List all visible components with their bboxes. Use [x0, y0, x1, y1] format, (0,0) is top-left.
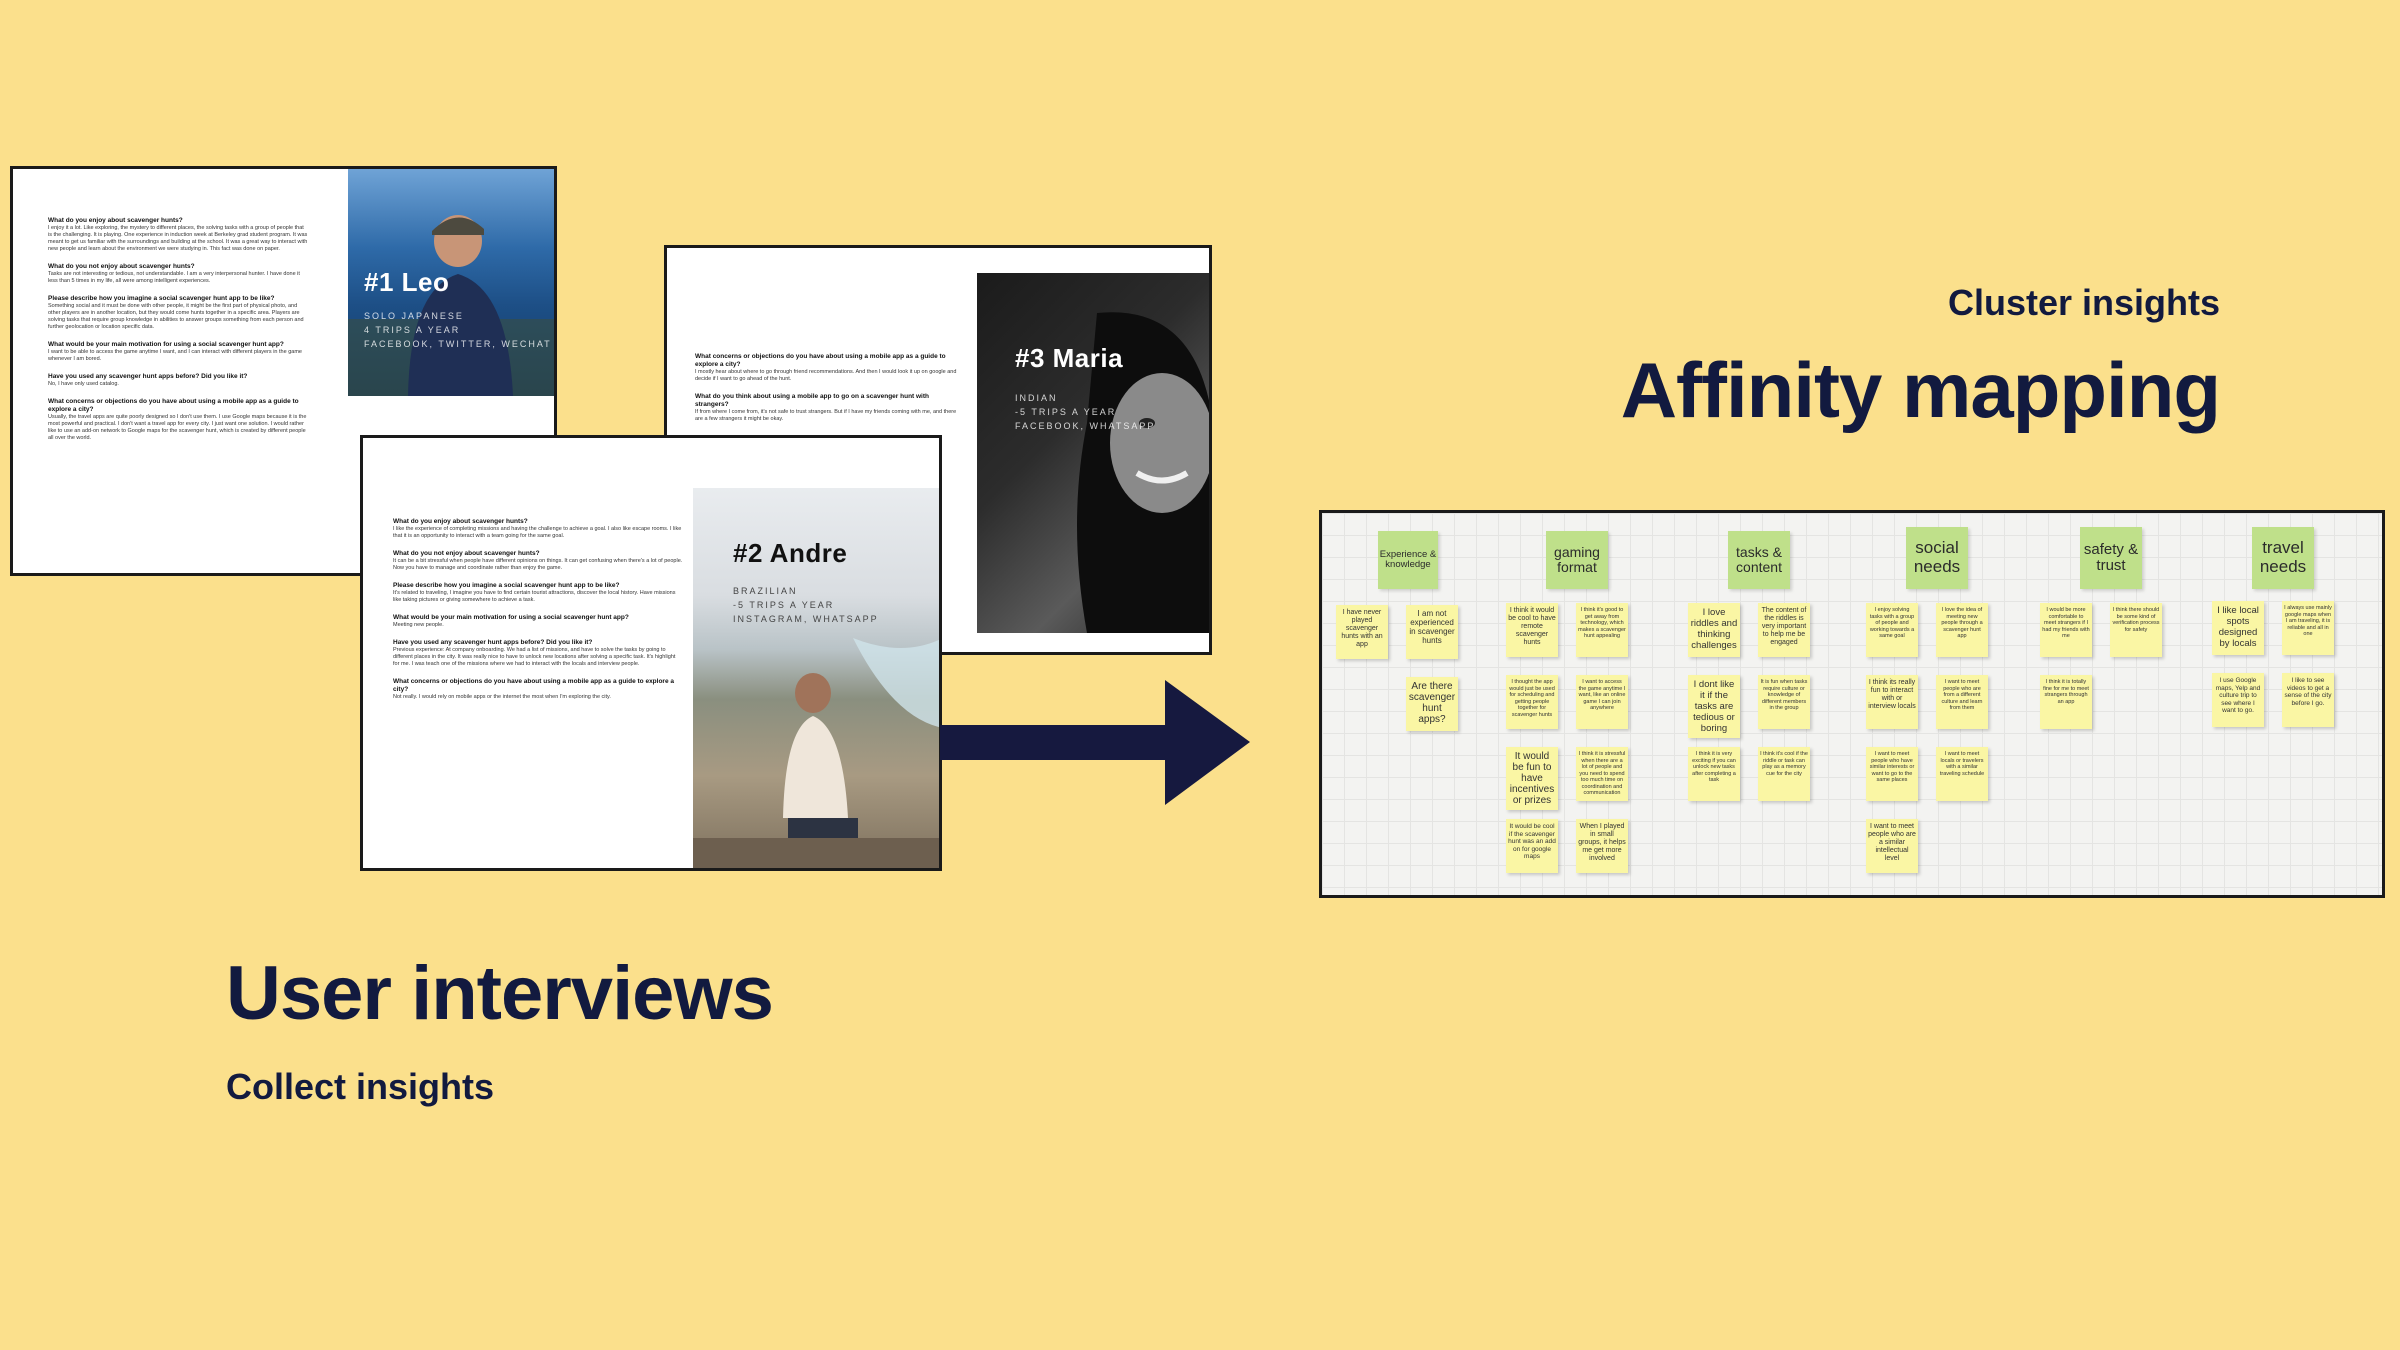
sticky-note: I thought the app would just be used for… [1506, 675, 1558, 729]
sticky-note: It would be fun to have incentives or pr… [1506, 747, 1558, 810]
question: What do you not enjoy about scavenger hu… [393, 550, 540, 557]
sticky-note: I use Google maps, Yelp and culture trip… [2212, 673, 2264, 727]
arrow-right-icon [940, 680, 1250, 805]
cluster-header: Experience & knowledge [1378, 531, 1438, 589]
interview-qa-list: What do you enjoy about scavenger hunts?… [48, 217, 308, 452]
cluster-header: tasks & content [1728, 531, 1790, 589]
answer: Usually, the travel apps are quite poorl… [48, 414, 307, 441]
persona-photo-andre: #2 Andre BRAZILIAN -5 TRIPS A YEAR INSTA… [693, 488, 939, 868]
sticky-note: The content of the riddles is very impor… [1758, 603, 1810, 657]
question: What concerns or objections do you have … [695, 353, 946, 368]
affinity-subtitle: Cluster insights [1947, 282, 2220, 323]
question: Please describe how you imagine a social… [48, 295, 275, 302]
sticky-note: I love riddles and thinking challenges [1688, 603, 1740, 657]
question: What do you enjoy about scavenger hunts? [393, 518, 528, 525]
question: What do you not enjoy about scavenger hu… [48, 263, 195, 270]
answer: Something social and it must be done wit… [48, 303, 304, 330]
persona-name: #1 Leo [364, 267, 450, 297]
sticky-note: I dont like it if the tasks are tedious … [1688, 675, 1740, 738]
sticky-note: I think there should be some kind of ver… [2110, 603, 2162, 657]
sticky-note: I would be more comfortable to meet stra… [2040, 603, 2092, 657]
answer: It's related to traveling, I imagine you… [393, 590, 676, 603]
answer: Meeting new people. [393, 622, 444, 628]
persona-meta-line: INDIAN [1015, 393, 1058, 403]
question: What concerns or objections do you have … [393, 678, 674, 693]
persona-name: #3 Maria [1015, 343, 1124, 373]
answer: I mostly hear about where to go through … [695, 369, 957, 382]
interview-card-leo: What do you enjoy about scavenger hunts?… [10, 166, 557, 576]
sticky-note: I like local spots designed by locals [2212, 601, 2264, 655]
person-illustration [693, 638, 939, 868]
affinity-board: Experience & knowledge I have never play… [1319, 510, 2385, 898]
persona-photo-maria: #3 Maria INDIAN -5 TRIPS A YEAR FACEBOOK… [977, 273, 1209, 633]
persona-meta: INDIAN -5 TRIPS A YEAR FACEBOOK, WHATSAP… [1015, 391, 1155, 433]
persona-meta-line: 4 TRIPS A YEAR [364, 325, 461, 335]
answer: If from where I come from, it's not safe… [695, 409, 957, 422]
sticky-note: I want to meet people who are a similar … [1866, 819, 1918, 873]
sticky-note: I love the idea of meeting new people th… [1936, 603, 1988, 657]
sticky-note: I have never played scavenger hunts with… [1336, 605, 1388, 659]
question: What do you think about using a mobile a… [695, 393, 930, 408]
sticky-note: I enjoy solving tasks with a group of pe… [1866, 603, 1918, 657]
answer: I enjoy it a lot. Like exploring, the my… [48, 225, 308, 252]
sticky-note: I think it would be cool to have remote … [1506, 603, 1558, 657]
persona-meta-line: FACEBOOK, WHATSAPP [1015, 421, 1156, 431]
sticky-note: When I played in small groups, it helps … [1576, 819, 1628, 873]
persona-meta: BRAZILIAN -5 TRIPS A YEAR INSTAGRAM, WHA… [733, 584, 879, 626]
sticky-note: I like to see videos to get a sense of t… [2282, 673, 2334, 727]
cluster-header: safety & trust [2080, 527, 2142, 589]
sticky-note: I think it's good to get away from techn… [1576, 603, 1628, 657]
persona-name: #2 Andre [733, 538, 848, 568]
persona-photo-leo: #1 Leo SOLO JAPANESE 4 TRIPS A YEAR FACE… [348, 169, 554, 396]
persona-meta-line: SOLO JAPANESE [364, 311, 464, 321]
answer: Previous experience: At company onboardi… [393, 647, 676, 667]
cluster-header: gaming format [1546, 531, 1608, 589]
sticky-note: Are there scavenger hunt apps? [1406, 677, 1458, 731]
interviews-title: User interviews [226, 951, 774, 1036]
sticky-note: I think it is totally fine for me to mee… [2040, 675, 2092, 729]
sticky-note: I am not experienced in scavenger hunts [1406, 605, 1458, 659]
persona-meta-line: FACEBOOK, TWITTER, WECHAT [364, 339, 552, 349]
interview-card-andre: What do you enjoy about scavenger hunts?… [360, 435, 942, 871]
persona-meta-line: -5 TRIPS A YEAR [1015, 407, 1117, 417]
answer: It can be a bit stressful when people ha… [393, 558, 683, 571]
answer: Tasks are not interesting or tedious, no… [48, 271, 300, 284]
question: What do you enjoy about scavenger hunts? [48, 217, 183, 224]
sticky-note: I want to meet people who are from a dif… [1936, 675, 1988, 729]
persona-meta-line: BRAZILIAN [733, 586, 798, 596]
interview-qa-list: What do you enjoy about scavenger hunts?… [393, 518, 683, 711]
sticky-note: I want to meet locals or travelers with … [1936, 747, 1988, 801]
answer: I want to be able to access the game any… [48, 349, 302, 362]
question: Have you used any scavenger hunt apps be… [393, 639, 593, 646]
sticky-note: It is fun when tasks require culture or … [1758, 675, 1810, 729]
answer: I like the experience of completing miss… [393, 526, 682, 539]
sticky-note: I think its really fun to interact with … [1866, 675, 1918, 729]
persona-meta-line: -5 TRIPS A YEAR [733, 600, 835, 610]
question: What concerns or objections do you have … [48, 398, 299, 413]
sticky-note: I always use mainly google maps when I a… [2282, 601, 2334, 655]
answer: Not really. I would rely on mobile apps … [393, 694, 611, 700]
persona-meta: SOLO JAPANESE 4 TRIPS A YEAR FACEBOOK, T… [364, 309, 552, 351]
question: What would be your main motivation for u… [393, 614, 629, 621]
interview-qa-list: What concerns or objections do you have … [695, 353, 960, 433]
answer: No, I have only used catalog. [48, 381, 119, 387]
affinity-title: Affinity mapping [1620, 346, 2221, 434]
sticky-note: I think it is very exciting if you can u… [1688, 747, 1740, 801]
sticky-note: I want to access the game anytime I want… [1576, 675, 1628, 729]
question: Have you used any scavenger hunt apps be… [48, 373, 248, 380]
person-illustration [1077, 312, 1209, 633]
question: What would be your main motivation for u… [48, 341, 284, 348]
person-illustration [348, 215, 554, 396]
cluster-header: social needs [1906, 527, 1968, 589]
cluster-header: travel needs [2252, 527, 2314, 589]
sticky-note: I think it's cool if the riddle or task … [1758, 747, 1810, 801]
sticky-note: I think it is stressful when there are a… [1576, 747, 1628, 801]
question: Please describe how you imagine a social… [393, 582, 620, 589]
interviews-subtitle: Collect insights [226, 1066, 495, 1107]
persona-meta-line: INSTAGRAM, WHATSAPP [733, 614, 879, 624]
sticky-note: It would be cool if the scavenger hunt w… [1506, 819, 1558, 873]
sticky-note: I want to meet people who have similar i… [1866, 747, 1918, 801]
